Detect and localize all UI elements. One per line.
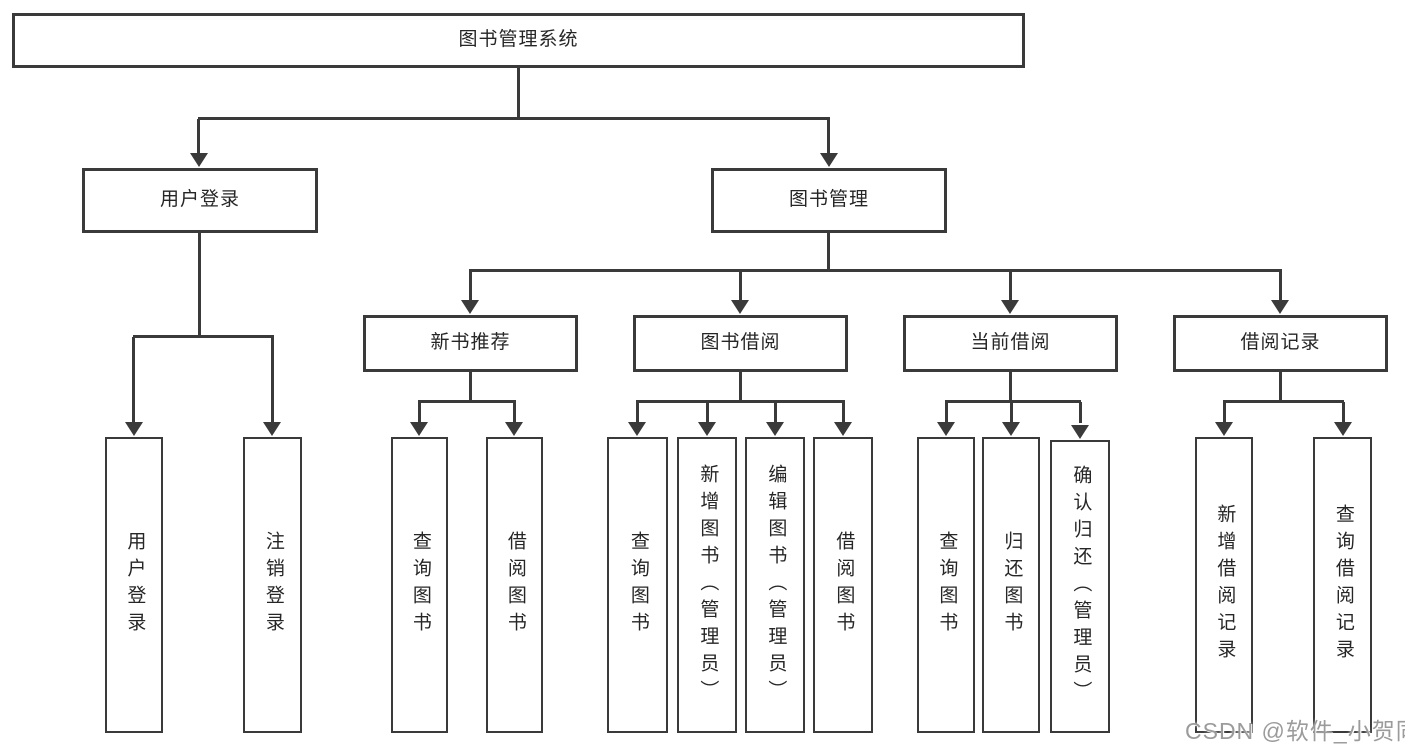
leaf-logout-login: 注销登录 xyxy=(243,437,302,733)
connector-arrowhead-icon xyxy=(731,300,749,314)
connector-arrowhead-icon xyxy=(834,422,852,436)
node-book-management: 图书管理 xyxy=(711,168,947,233)
connector-arrowhead-icon xyxy=(1215,422,1233,436)
leaf-add-books-admin: 新增图书（管理员） xyxy=(677,437,737,733)
leaf-query-books-current: 查询图书 xyxy=(917,437,975,733)
connector-arrowhead-icon xyxy=(937,422,955,436)
connector-line xyxy=(636,402,639,423)
connector-line xyxy=(945,402,948,423)
connector-arrowhead-icon xyxy=(820,153,838,167)
connector-line xyxy=(1279,372,1282,402)
connector-line xyxy=(842,402,845,423)
connector-line xyxy=(469,269,1282,272)
connector-line xyxy=(418,400,516,403)
connector-line xyxy=(133,335,274,338)
connector-line xyxy=(1223,400,1344,403)
connector-arrowhead-icon xyxy=(263,422,281,436)
connector-line xyxy=(132,337,135,422)
connector-line xyxy=(636,400,845,403)
connector-line xyxy=(197,119,200,155)
connector-arrowhead-icon xyxy=(698,422,716,436)
leaf-user-login: 用户登录 xyxy=(105,437,163,733)
connector-line xyxy=(739,372,742,402)
node-book-borrowing: 图书借阅 xyxy=(633,315,848,372)
connector-line xyxy=(1079,402,1082,423)
connector-line xyxy=(706,402,709,423)
connector-line xyxy=(827,119,830,155)
connector-line xyxy=(827,233,830,271)
connector-line xyxy=(418,402,421,423)
connector-arrowhead-icon xyxy=(125,422,143,436)
leaf-borrow-books: 借阅图书 xyxy=(813,437,873,733)
csdn-watermark: CSDN @软件_小贺同学 xyxy=(1185,718,1405,744)
connector-line xyxy=(198,117,830,120)
connector-line xyxy=(1009,372,1012,402)
leaf-query-books-borrowing: 查询图书 xyxy=(607,437,668,733)
leaf-edit-books-admin: 编辑图书（管理员） xyxy=(745,437,805,733)
connector-line xyxy=(739,271,742,301)
node-current-borrowing: 当前借阅 xyxy=(903,315,1118,372)
connector-line xyxy=(1009,271,1012,301)
connector-line xyxy=(271,337,274,422)
connector-line xyxy=(1010,402,1013,423)
connector-arrowhead-icon xyxy=(505,422,523,436)
leaf-query-books-recommend: 查询图书 xyxy=(391,437,448,733)
connector-line xyxy=(1279,271,1282,301)
node-user-login: 用户登录 xyxy=(82,168,318,233)
leaf-return-books: 归还图书 xyxy=(982,437,1040,733)
connector-arrowhead-icon xyxy=(461,300,479,314)
leaf-add-borrow-record: 新增借阅记录 xyxy=(1195,437,1253,733)
connector-line xyxy=(774,402,777,423)
connector-arrowhead-icon xyxy=(1071,425,1089,439)
leaf-borrow-books-recommend: 借阅图书 xyxy=(486,437,543,733)
connector-line xyxy=(517,68,520,118)
connector-arrowhead-icon xyxy=(766,422,784,436)
connector-arrowhead-icon xyxy=(1334,422,1352,436)
connector-line xyxy=(513,402,516,423)
node-new-book-recommend: 新书推荐 xyxy=(363,315,578,372)
connector-line xyxy=(1342,402,1345,423)
connector-line xyxy=(469,372,472,402)
connector-line xyxy=(945,400,1081,403)
leaf-confirm-return-admin: 确认归还（管理员） xyxy=(1050,440,1110,733)
connector-line xyxy=(469,271,472,301)
node-root: 图书管理系统 xyxy=(12,13,1025,68)
connector-line xyxy=(1223,402,1226,423)
connector-arrowhead-icon xyxy=(1271,300,1289,314)
node-borrowing-records: 借阅记录 xyxy=(1173,315,1388,372)
connector-arrowhead-icon xyxy=(410,422,428,436)
connector-line xyxy=(198,233,201,337)
connector-arrowhead-icon xyxy=(190,153,208,167)
connector-arrowhead-icon xyxy=(1001,300,1019,314)
leaf-query-borrow-record: 查询借阅记录 xyxy=(1313,437,1372,733)
connector-arrowhead-icon xyxy=(628,422,646,436)
connector-arrowhead-icon xyxy=(1002,422,1020,436)
